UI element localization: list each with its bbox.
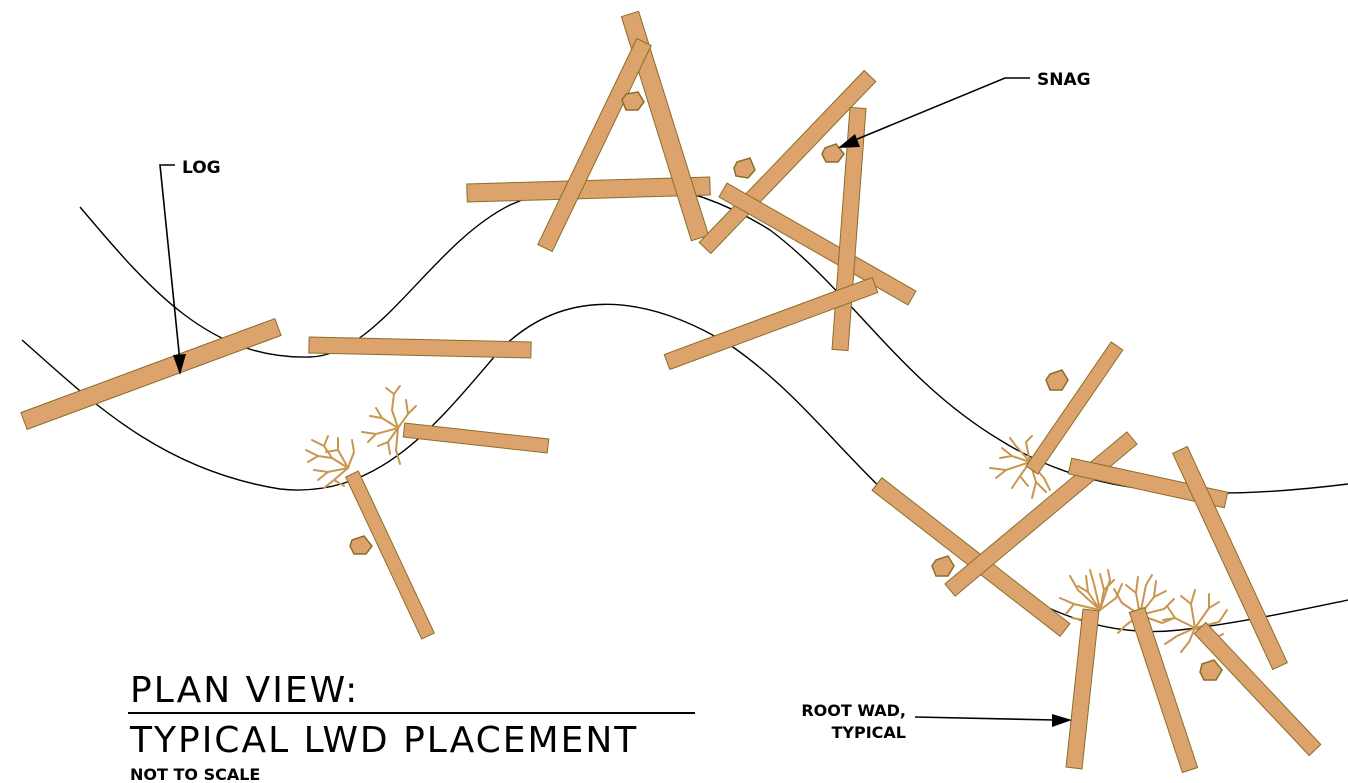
- log: [1065, 608, 1100, 770]
- plan-view-title: PLAN VIEW:: [130, 670, 359, 711]
- snag-marker: [931, 555, 955, 577]
- log: [402, 422, 550, 454]
- log: [1067, 457, 1229, 509]
- root-wad-label-line2: TYPICAL: [832, 723, 907, 742]
- scale-note: NOT TO SCALE: [130, 765, 260, 783]
- snag-marker: [349, 535, 373, 555]
- snag-marker: [1045, 369, 1069, 391]
- log: [1172, 445, 1288, 671]
- snag-marker: [733, 157, 756, 179]
- snag-marker: [1199, 659, 1223, 681]
- log: [871, 476, 1071, 638]
- leader-lines: [159, 77, 1072, 727]
- stream-banks: [21, 181, 1348, 633]
- log: [466, 176, 711, 203]
- log: [1193, 621, 1322, 757]
- log: [20, 317, 282, 431]
- snag-label: SNAG: [1037, 70, 1091, 90]
- snag-marker: [621, 91, 645, 111]
- log: [663, 276, 879, 371]
- log-label: LOG: [182, 158, 221, 178]
- plan-view-subtitle: TYPICAL LWD PLACEMENT: [129, 720, 638, 761]
- log: [718, 182, 917, 306]
- snags: [349, 91, 1223, 681]
- log: [308, 336, 532, 359]
- root-wad-right-1: [989, 435, 1051, 499]
- snag-marker: [821, 143, 845, 163]
- log: [1128, 606, 1199, 774]
- root-wads: [305, 385, 1228, 653]
- log: [345, 470, 435, 640]
- logs: [20, 10, 1322, 774]
- root-wad-left-1: [305, 435, 356, 489]
- snag-leader: [838, 77, 1030, 148]
- root-wad-leader: [914, 714, 1072, 727]
- log-leader: [159, 164, 186, 375]
- root-wad-left-2: [361, 385, 417, 465]
- root-wad-right-2: [1059, 569, 1123, 622]
- root-wad-label-line1: ROOT WAD,: [801, 701, 906, 720]
- log: [1025, 341, 1124, 475]
- log: [537, 37, 652, 253]
